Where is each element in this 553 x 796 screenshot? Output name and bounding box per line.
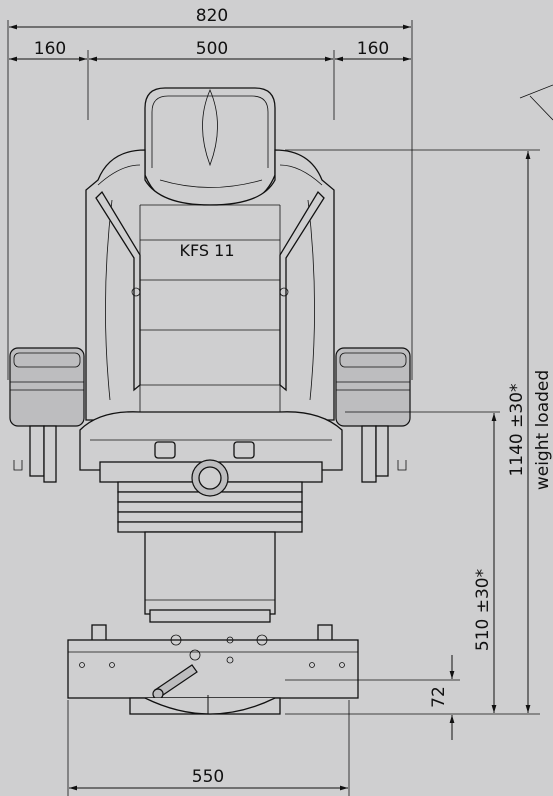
seat-base bbox=[67, 624, 359, 715]
headrest bbox=[144, 87, 276, 206]
seat-width-label: 500 bbox=[196, 39, 228, 59]
dimension-overall-width: 820 bbox=[7, 6, 413, 380]
total-height-note: weight loaded bbox=[533, 370, 553, 490]
base-width-label: 550 bbox=[192, 767, 224, 787]
cropped-angle-mark bbox=[519, 84, 553, 121]
total-height-label: 1140 ±30* bbox=[507, 383, 527, 476]
seat-height-label: 510 ±30* bbox=[473, 569, 493, 651]
dimension-base-height: 72 bbox=[285, 655, 460, 740]
dimension-seat-width: 500 bbox=[89, 39, 335, 120]
dimension-armrest-left: 160 bbox=[9, 39, 89, 120]
model-label: KFS 11 bbox=[179, 241, 234, 260]
dimension-base-width: 550 bbox=[67, 700, 350, 796]
seat-cushion bbox=[79, 411, 343, 471]
dimension-total-height: 1140 ±30* weight loaded bbox=[285, 149, 553, 715]
armrest-right bbox=[335, 347, 411, 483]
armrest-left bbox=[9, 347, 85, 483]
dimension-armrest-right: 160 bbox=[335, 39, 411, 62]
dimension-seat-height: 510 ±30* bbox=[345, 411, 500, 713]
suspension-bellows bbox=[99, 459, 323, 533]
armrest-right-width-label: 160 bbox=[357, 39, 389, 59]
armrest-left-width-label: 160 bbox=[34, 39, 66, 59]
base-height-label: 72 bbox=[429, 686, 449, 708]
seat-column bbox=[144, 531, 276, 623]
backrest: KFS 11 bbox=[85, 149, 335, 435]
overall-width-label: 820 bbox=[196, 6, 228, 26]
